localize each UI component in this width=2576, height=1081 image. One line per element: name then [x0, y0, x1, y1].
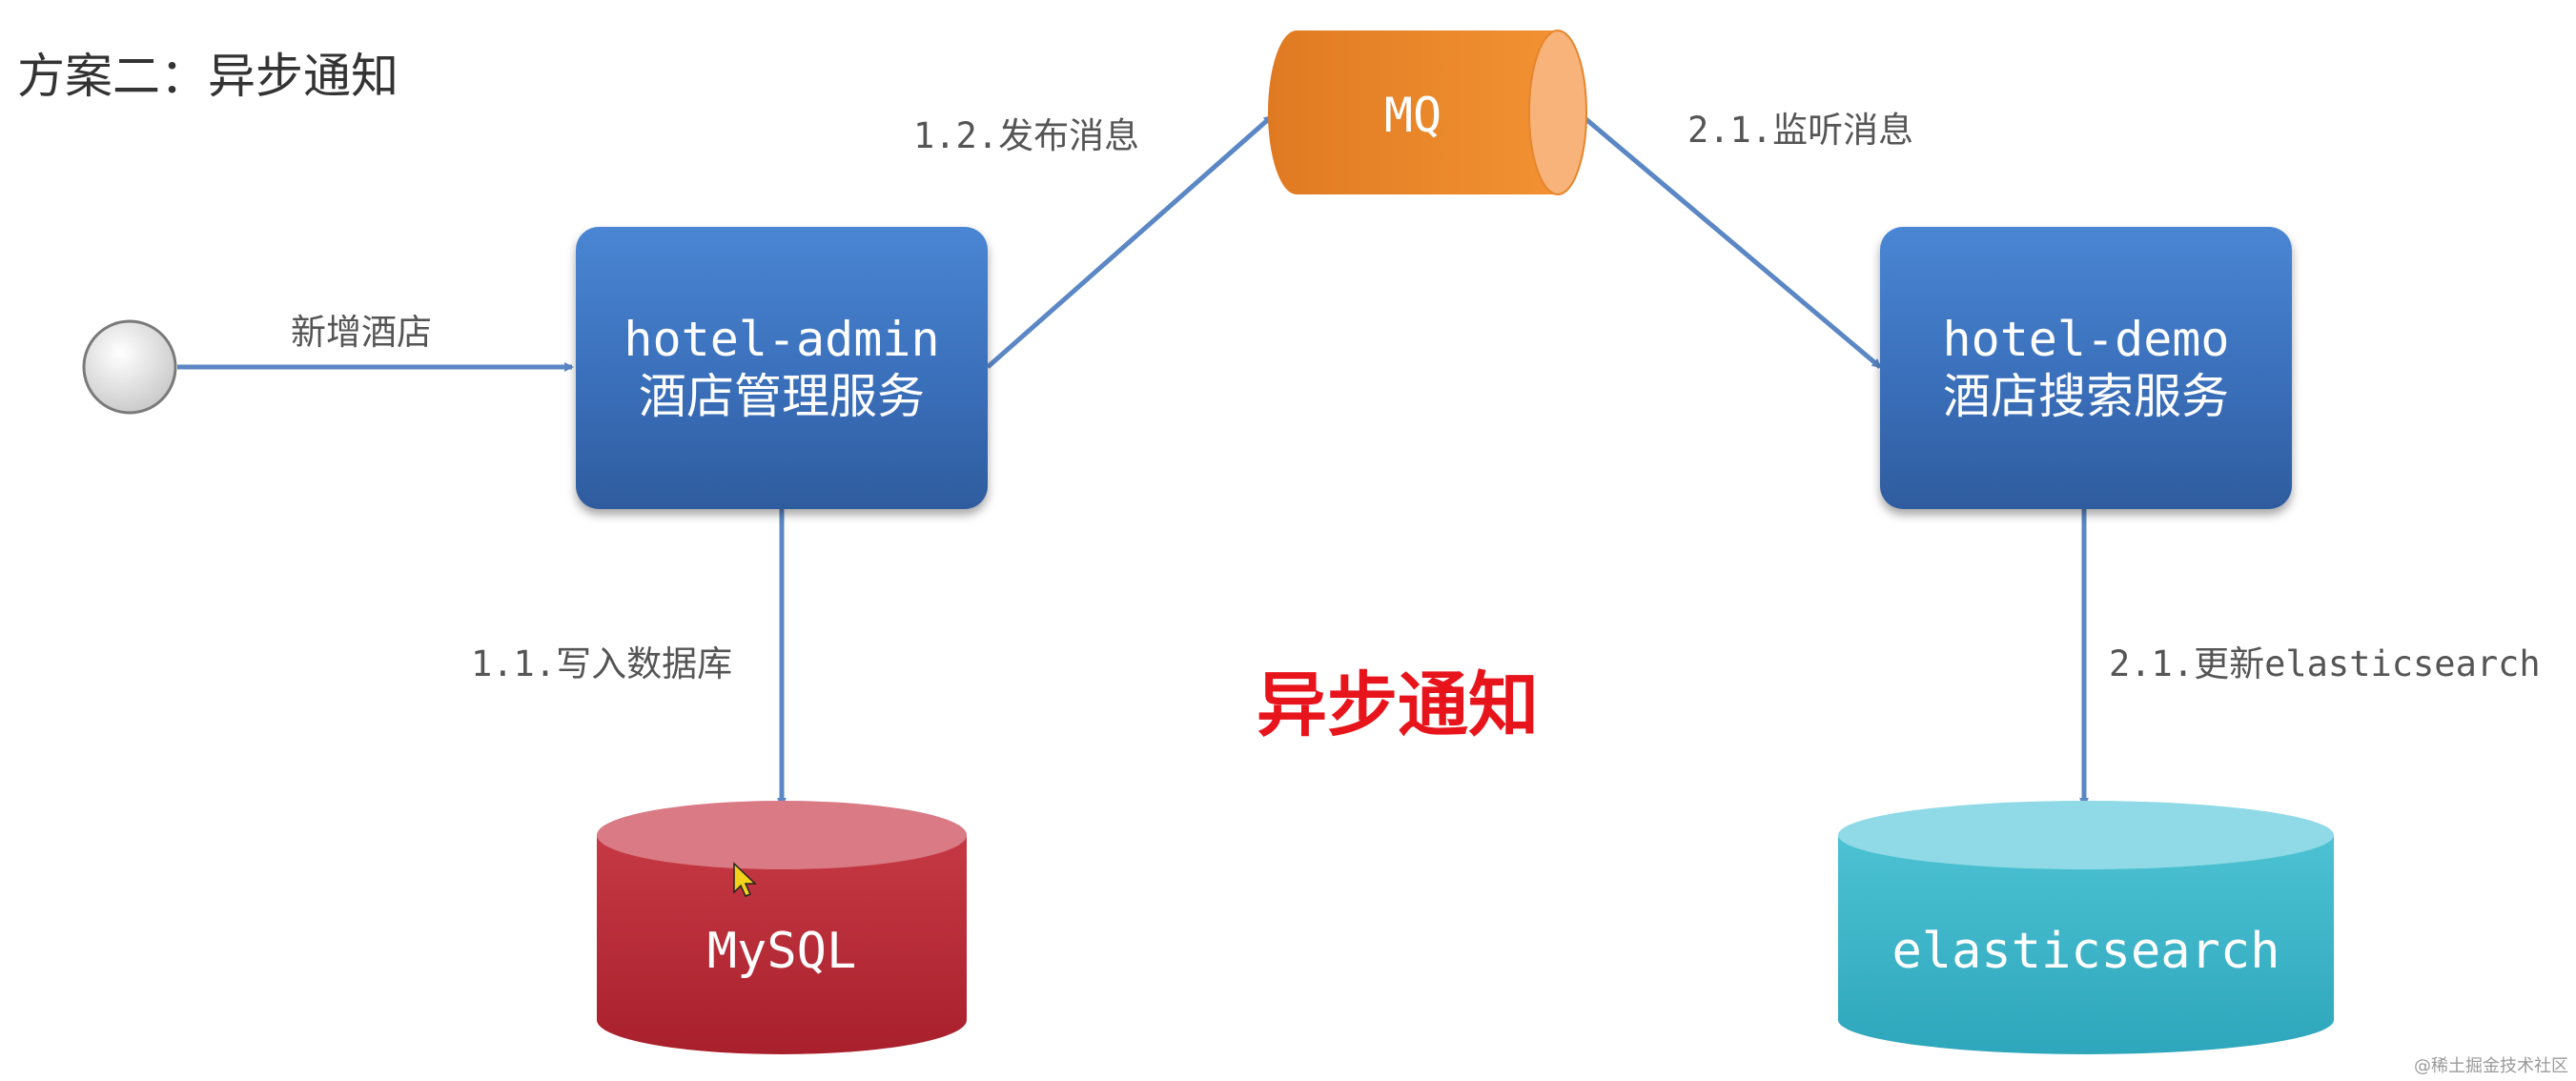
arrow-publish: [986, 114, 1274, 369]
arrow-listen: [1581, 114, 1882, 369]
edge-label-listen: 2.1.监听消息: [1687, 110, 1914, 151]
page-title: 方案二：异步通知: [17, 49, 399, 104]
mq-label: MQ: [1383, 88, 1442, 143]
hotel-demo-name: hotel-demo: [1942, 312, 2230, 367]
mq-cylinder: [1268, 30, 1587, 195]
edge-label-write-db: 1.1.写入数据库: [471, 643, 733, 684]
edge-label-add-hotel: 新增酒店: [291, 312, 432, 353]
mysql-label: MySQL: [706, 923, 857, 980]
elasticsearch-cylinder: [1838, 801, 2334, 1054]
elasticsearch-label: elasticsearch: [1891, 923, 2280, 980]
center-caption: 异步通知: [1257, 664, 1539, 746]
edge-label-publish: 1.2.发布消息: [913, 115, 1140, 156]
watermark: @稀土掘金技术社区: [2414, 1056, 2568, 1076]
mysql-cylinder: [597, 801, 967, 1054]
hotel-demo-service: hotel-demo 酒店搜索服务: [1880, 227, 2292, 509]
hotel-demo-desc: 酒店搜索服务: [1943, 369, 2229, 424]
cursor-icon: [733, 862, 757, 897]
hotel-admin-service: hotel-admin 酒店管理服务: [576, 227, 988, 509]
start-node: [82, 319, 177, 415]
edge-label-update-es: 2.1.更新elasticsearch: [2109, 643, 2541, 684]
hotel-admin-desc: 酒店管理服务: [639, 369, 925, 424]
hotel-admin-name: hotel-admin: [624, 312, 940, 367]
